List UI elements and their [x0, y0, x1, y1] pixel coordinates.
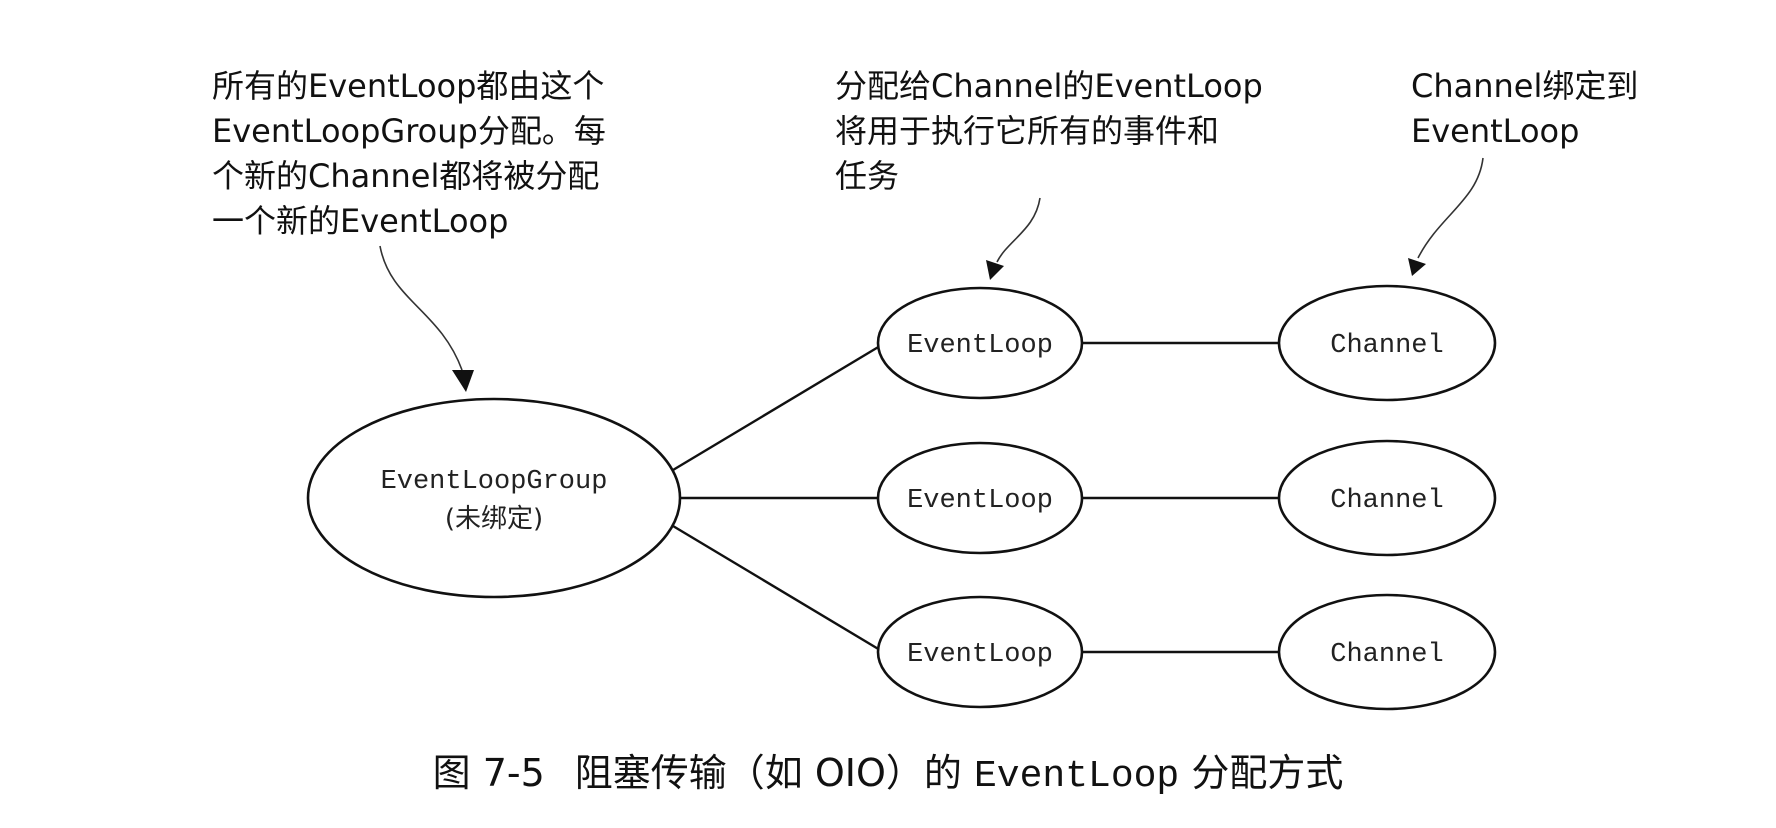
- node-channel-label: Channel: [1330, 640, 1443, 670]
- edge-group-eventloop-3: [672, 524, 881, 652]
- node-eventloop-2: EventLoop: [876, 441, 1084, 555]
- node-channel-3: Channel: [1277, 593, 1497, 711]
- node-eventloopgroup-label: EventLoopGroup: [381, 467, 608, 497]
- figure-caption: 图 7-5 阻塞传输（如 OIO）的 EventLoop 分配方式: [0, 742, 1776, 798]
- annotation-eventloop-note: 分配给Channel的EventLoop 将用于执行它所有的事件和 任务: [835, 67, 1263, 195]
- caption-text-after: 分配方式: [1191, 751, 1344, 795]
- node-eventloop-3: EventLoop: [876, 595, 1084, 709]
- arrowhead-channel: [1408, 258, 1426, 276]
- caption-code: EventLoop: [974, 755, 1180, 798]
- node-eventloop-label: EventLoop: [907, 331, 1053, 361]
- node-eventloop-1: EventLoop: [876, 286, 1084, 400]
- pointer-arrow-eventloop: [996, 197, 1041, 263]
- node-eventloopgroup-sublabel: (未绑定): [445, 504, 543, 534]
- arrowhead-group: [452, 370, 474, 392]
- caption-text-before: 阻塞传输（如 OIO）的: [574, 751, 962, 795]
- node-eventloop-label: EventLoop: [907, 486, 1053, 516]
- edge-group-eventloop-1: [672, 344, 881, 472]
- annotation-channel-note: Channel绑定到 EventLoop: [1411, 67, 1639, 150]
- pointer-arrow-channel: [1417, 157, 1484, 259]
- annotation-eventloopgroup-note: 所有的EventLoop都由这个 EventLoopGroup分配。每 个新的C…: [212, 67, 606, 240]
- node-channel-2: Channel: [1277, 439, 1497, 557]
- arrowhead-eventloop: [986, 260, 1004, 280]
- node-channel-1: Channel: [1277, 284, 1497, 402]
- pointer-arrow-group: [379, 245, 463, 371]
- node-channel-label: Channel: [1330, 331, 1443, 361]
- node-eventloopgroup: EventLoopGroup (未绑定): [306, 397, 682, 599]
- figure-number: 图 7-5: [432, 751, 545, 795]
- node-eventloop-label: EventLoop: [907, 640, 1053, 670]
- node-channel-label: Channel: [1330, 486, 1443, 516]
